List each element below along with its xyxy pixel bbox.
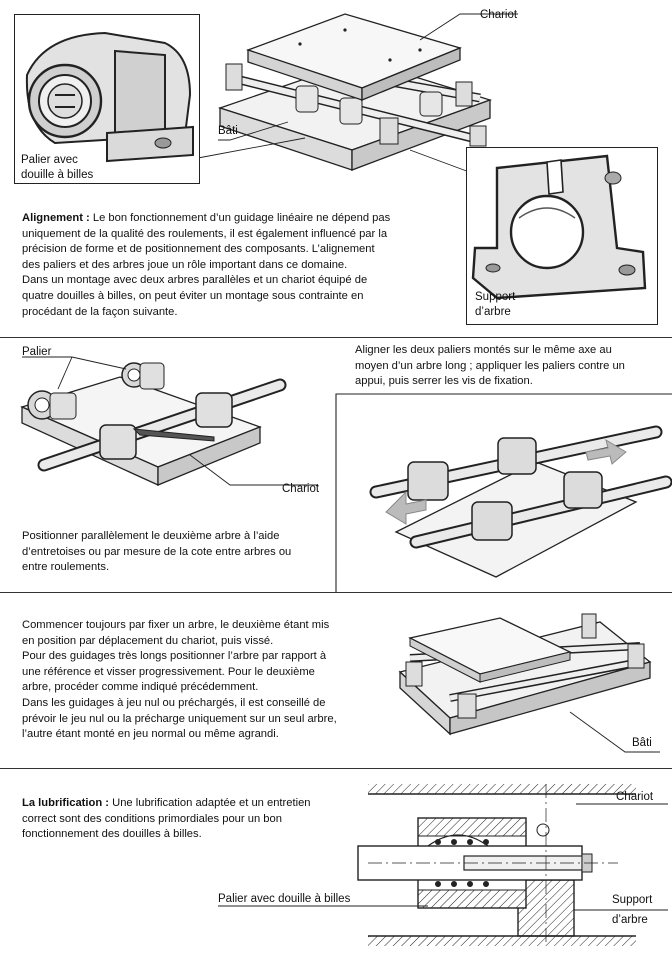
support-arbre-label-2: Support d’arbre [612, 890, 652, 930]
chariot-label-2: Chariot [282, 483, 320, 495]
bati-label-2: Bâti [632, 737, 652, 749]
chariot-label-3: Chariot [616, 791, 654, 803]
palier-bearing-illustration [25, 31, 194, 163]
alignement-paragraph: Alignement : Le bon fonctionnement d’un … [22, 211, 394, 320]
carriage-on-base-illustration [398, 613, 660, 753]
bearing-section-illustration [218, 784, 668, 946]
bati-label: Bâti [218, 125, 238, 137]
paliers-alignment-illustration [20, 356, 318, 487]
lubrification-title: La lubrification : [22, 797, 110, 809]
palier-label: Palier [22, 346, 52, 358]
palier-label-line2: douille à billes [21, 169, 94, 181]
section-fixation: Commencer toujours par fixer un arbre, l… [0, 592, 672, 768]
support-inset: Support d’arbre [466, 147, 658, 325]
montage-text: Dans un montage avec deux arbres parallè… [22, 274, 368, 318]
fixation-paragraph: Commencer toujours par fixer un arbre, l… [22, 618, 342, 743]
alignement-text: Le bon fonctionnement d’un guidage linéa… [22, 212, 391, 271]
palier-inset: Palier avec douille à billes [14, 14, 200, 184]
parallel-shafts-illustration [335, 393, 672, 592]
linear-guide-assembly-illustration [197, 13, 518, 177]
lubrification-text: Une lubrification adaptée et un entretie… [22, 797, 311, 841]
fixation-text3: Dans les guidages à jeu nul ou préchargé… [22, 696, 337, 741]
fixation-text2: Pour des guidages très longs positionner… [22, 650, 327, 694]
divider-2 [0, 592, 672, 593]
divider-1 [0, 337, 672, 338]
support-label-line2: d’arbre [475, 306, 511, 318]
fixation-text1: Commencer toujours par fixer un arbre, l… [22, 619, 330, 647]
alignement-title: Alignement : [22, 212, 90, 224]
section-montage: Palier Chariot Aligner les deux paliers … [0, 337, 672, 592]
section-lubrification: La lubrification : Une lubrification ada… [0, 768, 672, 967]
lubrification-paragraph: La lubrification : Une lubrification ada… [22, 796, 322, 843]
support-arbre-illustration [471, 154, 647, 300]
positionner-paragraph: Positionner parallèlement le deuxième ar… [22, 530, 292, 574]
support-label-line1: Support [475, 291, 516, 303]
support-label2-line1: Support [612, 894, 653, 906]
section-alignement: Palier avec douille à billes Support d’a… [0, 0, 672, 337]
palier-label-line1: Palier avec [21, 154, 78, 166]
divider-3 [0, 768, 672, 769]
support-label2-line2: d’arbre [612, 914, 648, 926]
aligner-paragraph: Aligner les deux paliers montés sur le m… [355, 344, 625, 388]
palier-douille-label: Palier avec douille à billes [218, 893, 351, 905]
chariot-label: Chariot [480, 9, 518, 21]
